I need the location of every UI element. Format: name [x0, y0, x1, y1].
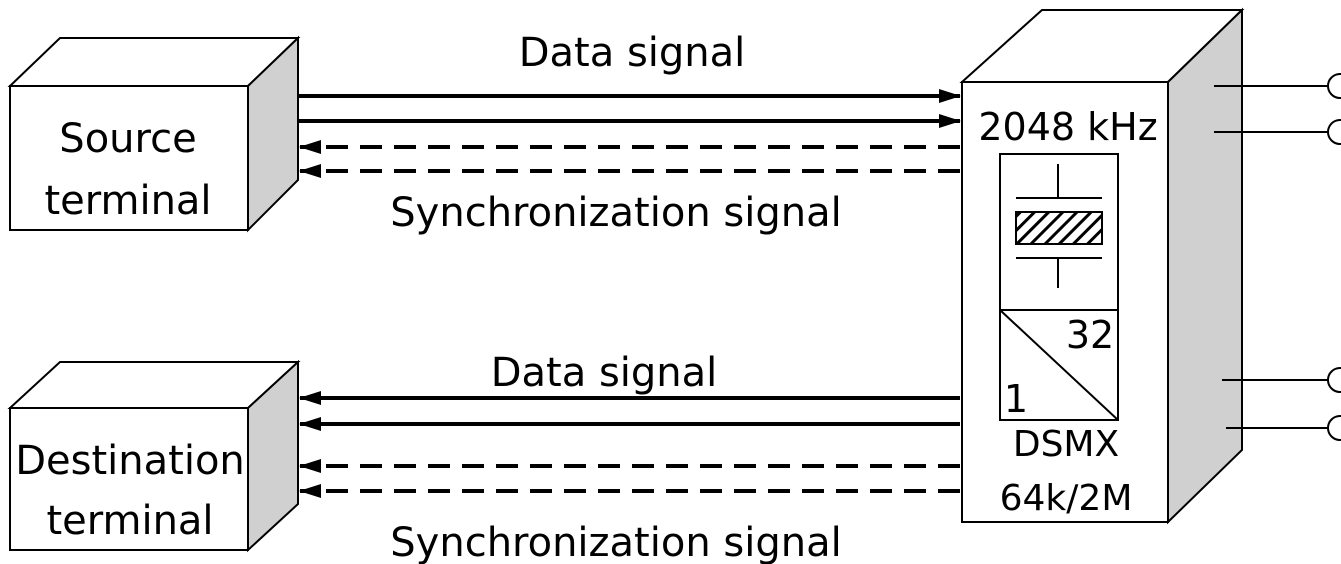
output-port-3: [1222, 367, 1341, 393]
divider-ratio-bottom: 1: [1004, 377, 1028, 421]
destination-terminal-label-line1: Destination: [15, 438, 245, 484]
top-data-signal-label: Data signal: [519, 30, 746, 76]
divider-ratio-top: 32: [1066, 313, 1114, 357]
crystal-oscillator-icon: [999, 153, 1119, 311]
dsmx-rate-label: 64k/2M: [1000, 478, 1133, 519]
source-terminal-box: Source terminal: [7, 35, 301, 233]
dsmx-frequency-label: 2048 kHz: [978, 105, 1157, 149]
top-sync-signal-label: Synchronization signal: [390, 190, 841, 236]
bottom-data-signal-label: Data signal: [491, 350, 718, 396]
dsmx-name-label: DSMX: [1013, 424, 1119, 465]
destination-terminal-label-line2: terminal: [46, 498, 213, 544]
destination-terminal-box: Destination terminal: [7, 359, 301, 553]
output-port-4: [1226, 415, 1341, 441]
dsmx-box: [959, 7, 1245, 525]
output-port-2: [1214, 119, 1341, 145]
frequency-divider-icon: 32 1: [999, 309, 1119, 421]
output-port-1: [1214, 73, 1341, 99]
bottom-sync-signal-label: Synchronization signal: [390, 520, 841, 564]
source-terminal-label-line2: terminal: [44, 178, 211, 224]
source-terminal-label-line1: Source: [59, 116, 196, 162]
